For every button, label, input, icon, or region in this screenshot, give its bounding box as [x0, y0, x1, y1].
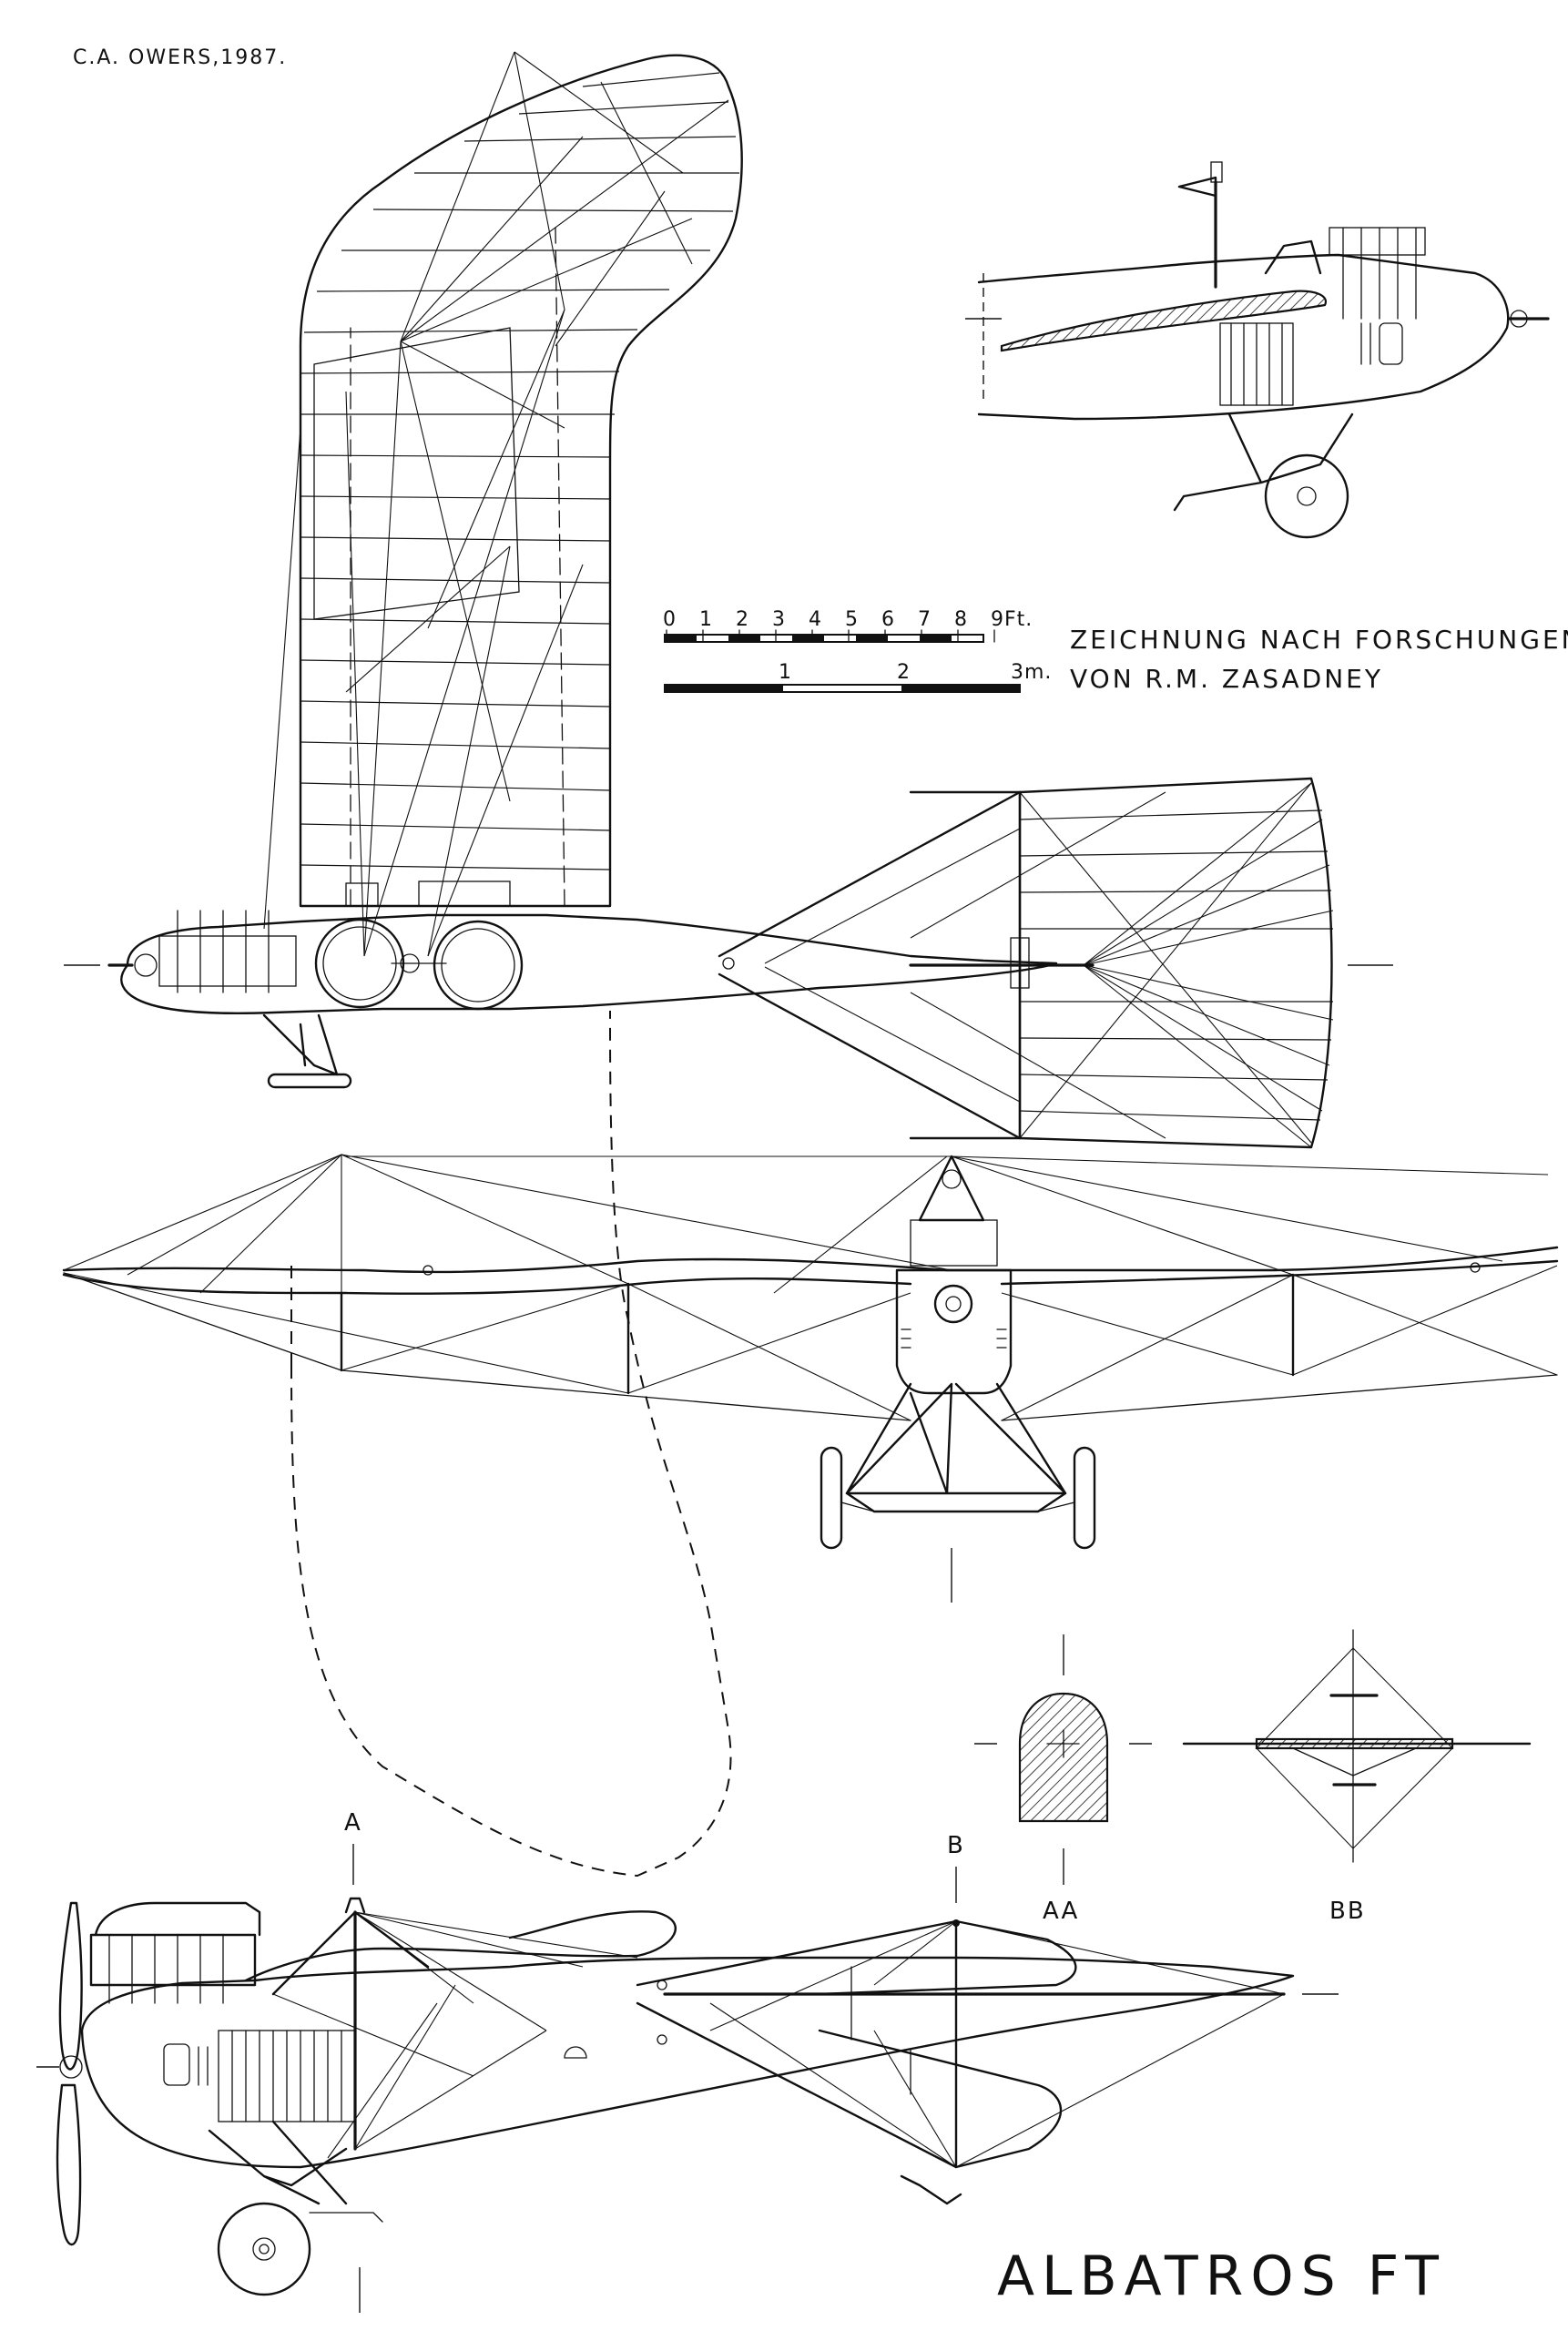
section-aa: AA [974, 1634, 1152, 1925]
plan-wing-bracing [263, 51, 729, 957]
scale-feet-tick-label: 5 [845, 608, 859, 631]
side-fuselage [80, 1956, 1295, 2169]
scale-feet-tick-label: 0 [663, 608, 677, 631]
scale-feet-tick-label: 4 [809, 608, 822, 631]
scale-feet-tick-label: 6 [881, 608, 895, 631]
scale-feet-tick-label: 7 [918, 608, 932, 631]
side-tail [36, 1919, 1339, 2169]
scale-feet-tick-label: 3 [772, 608, 786, 631]
drawing-credit: C.A. OWERS,1987. [73, 46, 287, 69]
plan-tailplane [718, 777, 1334, 1149]
scale-metre-tick-label: 1 [779, 661, 792, 684]
section-aa-label: AA [1043, 1898, 1079, 1925]
scale-metre-tick-label: 2 [897, 661, 911, 684]
section-bb: BB [1182, 1629, 1532, 1925]
drawing-note-line2: VON R.M. ZASADNEY [1070, 664, 1383, 694]
plan-engine [107, 910, 297, 993]
fuselage-side-detail [965, 161, 1550, 539]
front-view [62, 1154, 1559, 1603]
plan-view [64, 51, 1393, 1149]
scale-feet-tick-label: 9Ft. [991, 608, 1033, 631]
side-view: A B [36, 1809, 1339, 2313]
scale-feet-tick-label: 1 [699, 608, 713, 631]
drawing-title: ALBATROS FT [997, 2244, 1446, 2308]
section-a-mark: A [344, 1809, 362, 1837]
drawing-note-line1: ZEICHNUNG NACH FORSCHUNGEN [1070, 625, 1568, 655]
scale-metre-ticks: 1 2 3m. [779, 661, 1052, 684]
section-b-mark: B [947, 1832, 965, 1859]
scale-metre-tick-label: 3m. [1011, 661, 1052, 684]
section-bb-label: BB [1329, 1898, 1366, 1925]
scale-feet-tick-label: 8 [954, 608, 968, 631]
plan-wing-outline [299, 54, 743, 908]
plan-wing-ribs [300, 72, 739, 870]
planform-projection-outline [290, 1010, 732, 1878]
plan-fuselage [120, 913, 1058, 1014]
scale-feet-tick-label: 2 [736, 608, 749, 631]
